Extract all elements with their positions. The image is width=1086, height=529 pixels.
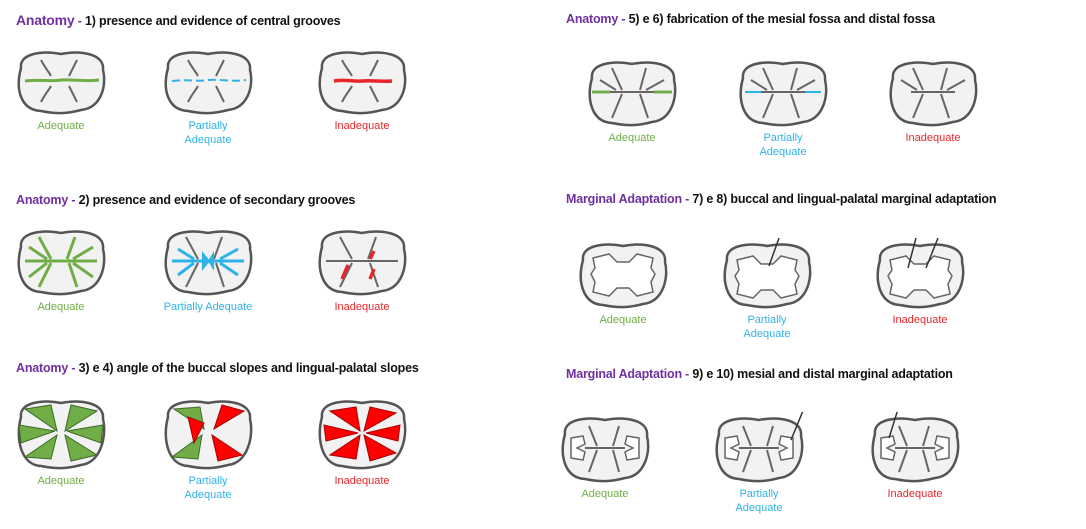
section-5-category: Marginal Adaptation <box>566 192 682 206</box>
s3-tooth-inadequate: Inadequate <box>307 395 417 488</box>
s1-tooth-partial: Partially Adequate <box>153 46 263 147</box>
s6-tooth-partial: Partially Adequate <box>704 412 814 515</box>
s6-label-partial: Partially Adequate <box>729 487 789 515</box>
section-4-title: Anatomy - 5) e 6) fabrication of the mes… <box>566 12 935 26</box>
s3-label-partial: Partially Adequate <box>178 474 238 502</box>
s3-label-adequate: Adequate <box>6 474 116 488</box>
s1-tooth-adequate: Adequate <box>6 46 116 133</box>
tooth-secondary-grooves-adequate-icon <box>11 225 111 297</box>
section-1-separator: - <box>75 14 86 28</box>
section-5-description: 7) e 8) buccal and lingual-palatal margi… <box>692 192 996 206</box>
section-4-description: 5) e 6) fabrication of the mesial fossa … <box>629 12 935 26</box>
section-2-category: Anatomy <box>16 193 68 207</box>
tooth-buccal-margin-partial-icon <box>717 238 817 310</box>
s1-tooth-inadequate: Inadequate <box>307 46 417 133</box>
s2-label-inadequate: Inadequate <box>307 300 417 314</box>
s3-tooth-adequate: Adequate <box>6 395 116 488</box>
section-3-category: Anatomy <box>16 361 68 375</box>
section-1-description: 1) presence and evidence of central groo… <box>85 14 340 28</box>
section-3-description: 3) e 4) angle of the buccal slopes and l… <box>79 361 419 375</box>
s3-label-inadequate: Inadequate <box>307 474 417 488</box>
s4-label-inadequate: Inadequate <box>878 131 988 145</box>
s4-tooth-adequate: Adequate <box>577 56 687 145</box>
s5-tooth-inadequate: Inadequate <box>865 238 975 327</box>
s6-label-adequate: Adequate <box>550 487 660 501</box>
section-4-separator: - <box>618 12 629 26</box>
s5-tooth-adequate: Adequate <box>568 238 678 327</box>
section-6-separator: - <box>682 367 693 381</box>
s5-label-partial: Partially Adequate <box>737 313 797 341</box>
tooth-buccal-margin-inadequate-icon <box>870 238 970 310</box>
tooth-central-grooves-partial-icon <box>158 46 258 116</box>
tooth-secondary-grooves-partial-icon <box>158 225 258 297</box>
tooth-fossa-inadequate-icon <box>883 56 983 128</box>
tooth-mesial-margin-adequate-icon <box>555 412 655 484</box>
tooth-fossa-partial-icon <box>733 56 833 128</box>
s5-label-inadequate: Inadequate <box>865 313 975 327</box>
s3-tooth-partial: Partially Adequate <box>153 395 263 502</box>
s6-tooth-inadequate: Inadequate <box>860 412 970 501</box>
section-3-title: Anatomy - 3) e 4) angle of the buccal sl… <box>16 361 419 375</box>
section-4-category: Anatomy <box>566 12 618 26</box>
section-5-title: Marginal Adaptation - 7) e 8) buccal and… <box>566 192 996 206</box>
s5-tooth-partial: Partially Adequate <box>712 238 822 341</box>
tooth-slopes-partial-icon <box>158 395 258 471</box>
s2-tooth-inadequate: Inadequate <box>307 225 417 314</box>
section-1-category: Anatomy <box>16 12 75 28</box>
s5-label-adequate: Adequate <box>568 313 678 327</box>
s1-label-partial: Partially Adequate <box>178 119 238 147</box>
s4-tooth-inadequate: Inadequate <box>878 56 988 145</box>
s6-label-inadequate: Inadequate <box>860 487 970 501</box>
s1-label-adequate: Adequate <box>6 119 116 133</box>
tooth-slopes-adequate-icon <box>11 395 111 471</box>
tooth-slopes-inadequate-icon <box>312 395 412 471</box>
s4-label-partial: Partially Adequate <box>753 131 813 159</box>
s2-label-adequate: Adequate <box>6 300 116 314</box>
section-1-title: Anatomy - 1) presence and evidence of ce… <box>16 12 340 28</box>
section-3-separator: - <box>68 361 79 375</box>
s4-tooth-partial: Partially Adequate <box>728 56 838 159</box>
tooth-buccal-margin-adequate-icon <box>573 238 673 310</box>
section-2-separator: - <box>68 193 79 207</box>
s2-label-partial: Partially Adequate <box>153 300 263 314</box>
tooth-central-grooves-adequate-icon <box>11 46 111 116</box>
s2-tooth-partial: Partially Adequate <box>153 225 263 314</box>
s1-label-inadequate: Inadequate <box>307 119 417 133</box>
tooth-secondary-grooves-inadequate-icon <box>312 225 412 297</box>
section-6-category: Marginal Adaptation <box>566 367 682 381</box>
section-5-separator: - <box>682 192 693 206</box>
tooth-mesial-margin-partial-icon <box>709 412 809 484</box>
s2-tooth-adequate: Adequate <box>6 225 116 314</box>
tooth-fossa-adequate-icon <box>582 56 682 128</box>
tooth-mesial-margin-inadequate-icon <box>865 412 965 484</box>
s4-label-adequate: Adequate <box>577 131 687 145</box>
section-6-title: Marginal Adaptation - 9) e 10) mesial an… <box>566 367 953 381</box>
section-6-description: 9) e 10) mesial and distal marginal adap… <box>692 367 952 381</box>
section-2-description: 2) presence and evidence of secondary gr… <box>79 193 356 207</box>
tooth-central-grooves-inadequate-icon <box>312 46 412 116</box>
s6-tooth-adequate: Adequate <box>550 412 660 501</box>
section-2-title: Anatomy - 2) presence and evidence of se… <box>16 193 355 207</box>
